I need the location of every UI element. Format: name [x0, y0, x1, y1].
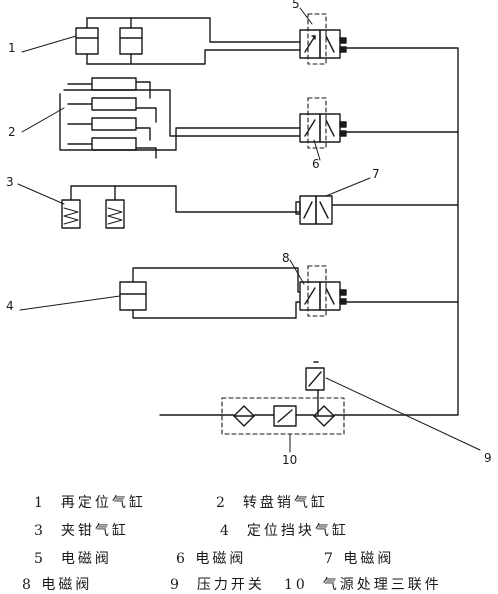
callout-9: 9	[484, 451, 492, 465]
legend-item-9: 9 压力开关	[170, 574, 265, 594]
leader-lines	[17, 7, 481, 453]
legend-num: 5	[34, 551, 46, 567]
legend-text: 电磁阀	[41, 577, 93, 593]
main-supply-line-right	[344, 47, 459, 416]
locating-block-cylinder	[119, 267, 301, 319]
legend-text: 气源处理三联件	[322, 577, 442, 593]
legend-num: 3	[34, 523, 46, 539]
callout-10: 10	[282, 453, 297, 467]
legend-text: 转盘销气缸	[242, 495, 328, 511]
legend-item-7: 7 电磁阀	[324, 548, 394, 568]
legend-num: 7	[324, 551, 336, 567]
callout-6: 6	[312, 157, 320, 171]
legend-item-8: 8 电磁阀	[22, 574, 92, 594]
solenoid-valve-6	[299, 97, 347, 149]
legend-item-5: 5 电磁阀	[34, 548, 112, 568]
callout-8: 8	[282, 251, 290, 265]
callout-1: 1	[8, 41, 16, 55]
legend-num: 1	[34, 495, 46, 511]
legend-num: 2	[216, 495, 228, 511]
legend-item-6: 6 电磁阀	[176, 548, 246, 568]
callout-5: 5	[292, 0, 300, 11]
legend-num: 10	[284, 577, 308, 593]
callout-2: 2	[8, 125, 16, 139]
legend-item-2: 2 转盘销气缸	[216, 492, 328, 512]
relocating-cylinders	[75, 17, 301, 65]
callout-3: 3	[6, 175, 14, 189]
legend-text: 电磁阀	[343, 551, 395, 567]
legend-text: 压力开关	[196, 577, 265, 593]
legend-num: 9	[170, 577, 182, 593]
legend-num: 8	[22, 577, 34, 593]
legend-item-3: 3 夹钳气缸	[34, 520, 129, 540]
callout-4: 4	[6, 299, 14, 313]
legend-text: 夹钳气缸	[60, 523, 129, 539]
legend-text: 定位挡块气缸	[246, 523, 349, 539]
legend-item-1: 1 再定位气缸	[34, 492, 146, 512]
legend-text: 电磁阀	[60, 551, 112, 567]
solenoid-valve-8	[299, 265, 347, 317]
air-treatment-unit	[219, 397, 346, 435]
pressure-switch	[305, 361, 325, 391]
callout-7: 7	[372, 167, 380, 181]
clamp-cylinders	[61, 185, 301, 229]
legend-item-10: 10 气源处理三联件	[284, 574, 442, 594]
turntable-pin-cylinders	[59, 77, 301, 159]
legend-num: 6	[176, 551, 188, 567]
legend-item-4: 4 定位挡块气缸	[220, 520, 349, 540]
solenoid-valve-7	[295, 195, 333, 225]
legend-text: 电磁阀	[195, 551, 247, 567]
legend: 1 再定位气缸 2 转盘销气缸 3 夹钳气缸 4 定位挡块气缸 5 电磁阀 6 …	[0, 478, 498, 594]
legend-num: 4	[220, 523, 232, 539]
pneumatic-circuit-diagram: 1 2 3 4 5 6 7 8 9 10	[6, 0, 492, 467]
solenoid-valve-5	[299, 13, 347, 65]
legend-text: 再定位气缸	[60, 495, 146, 511]
